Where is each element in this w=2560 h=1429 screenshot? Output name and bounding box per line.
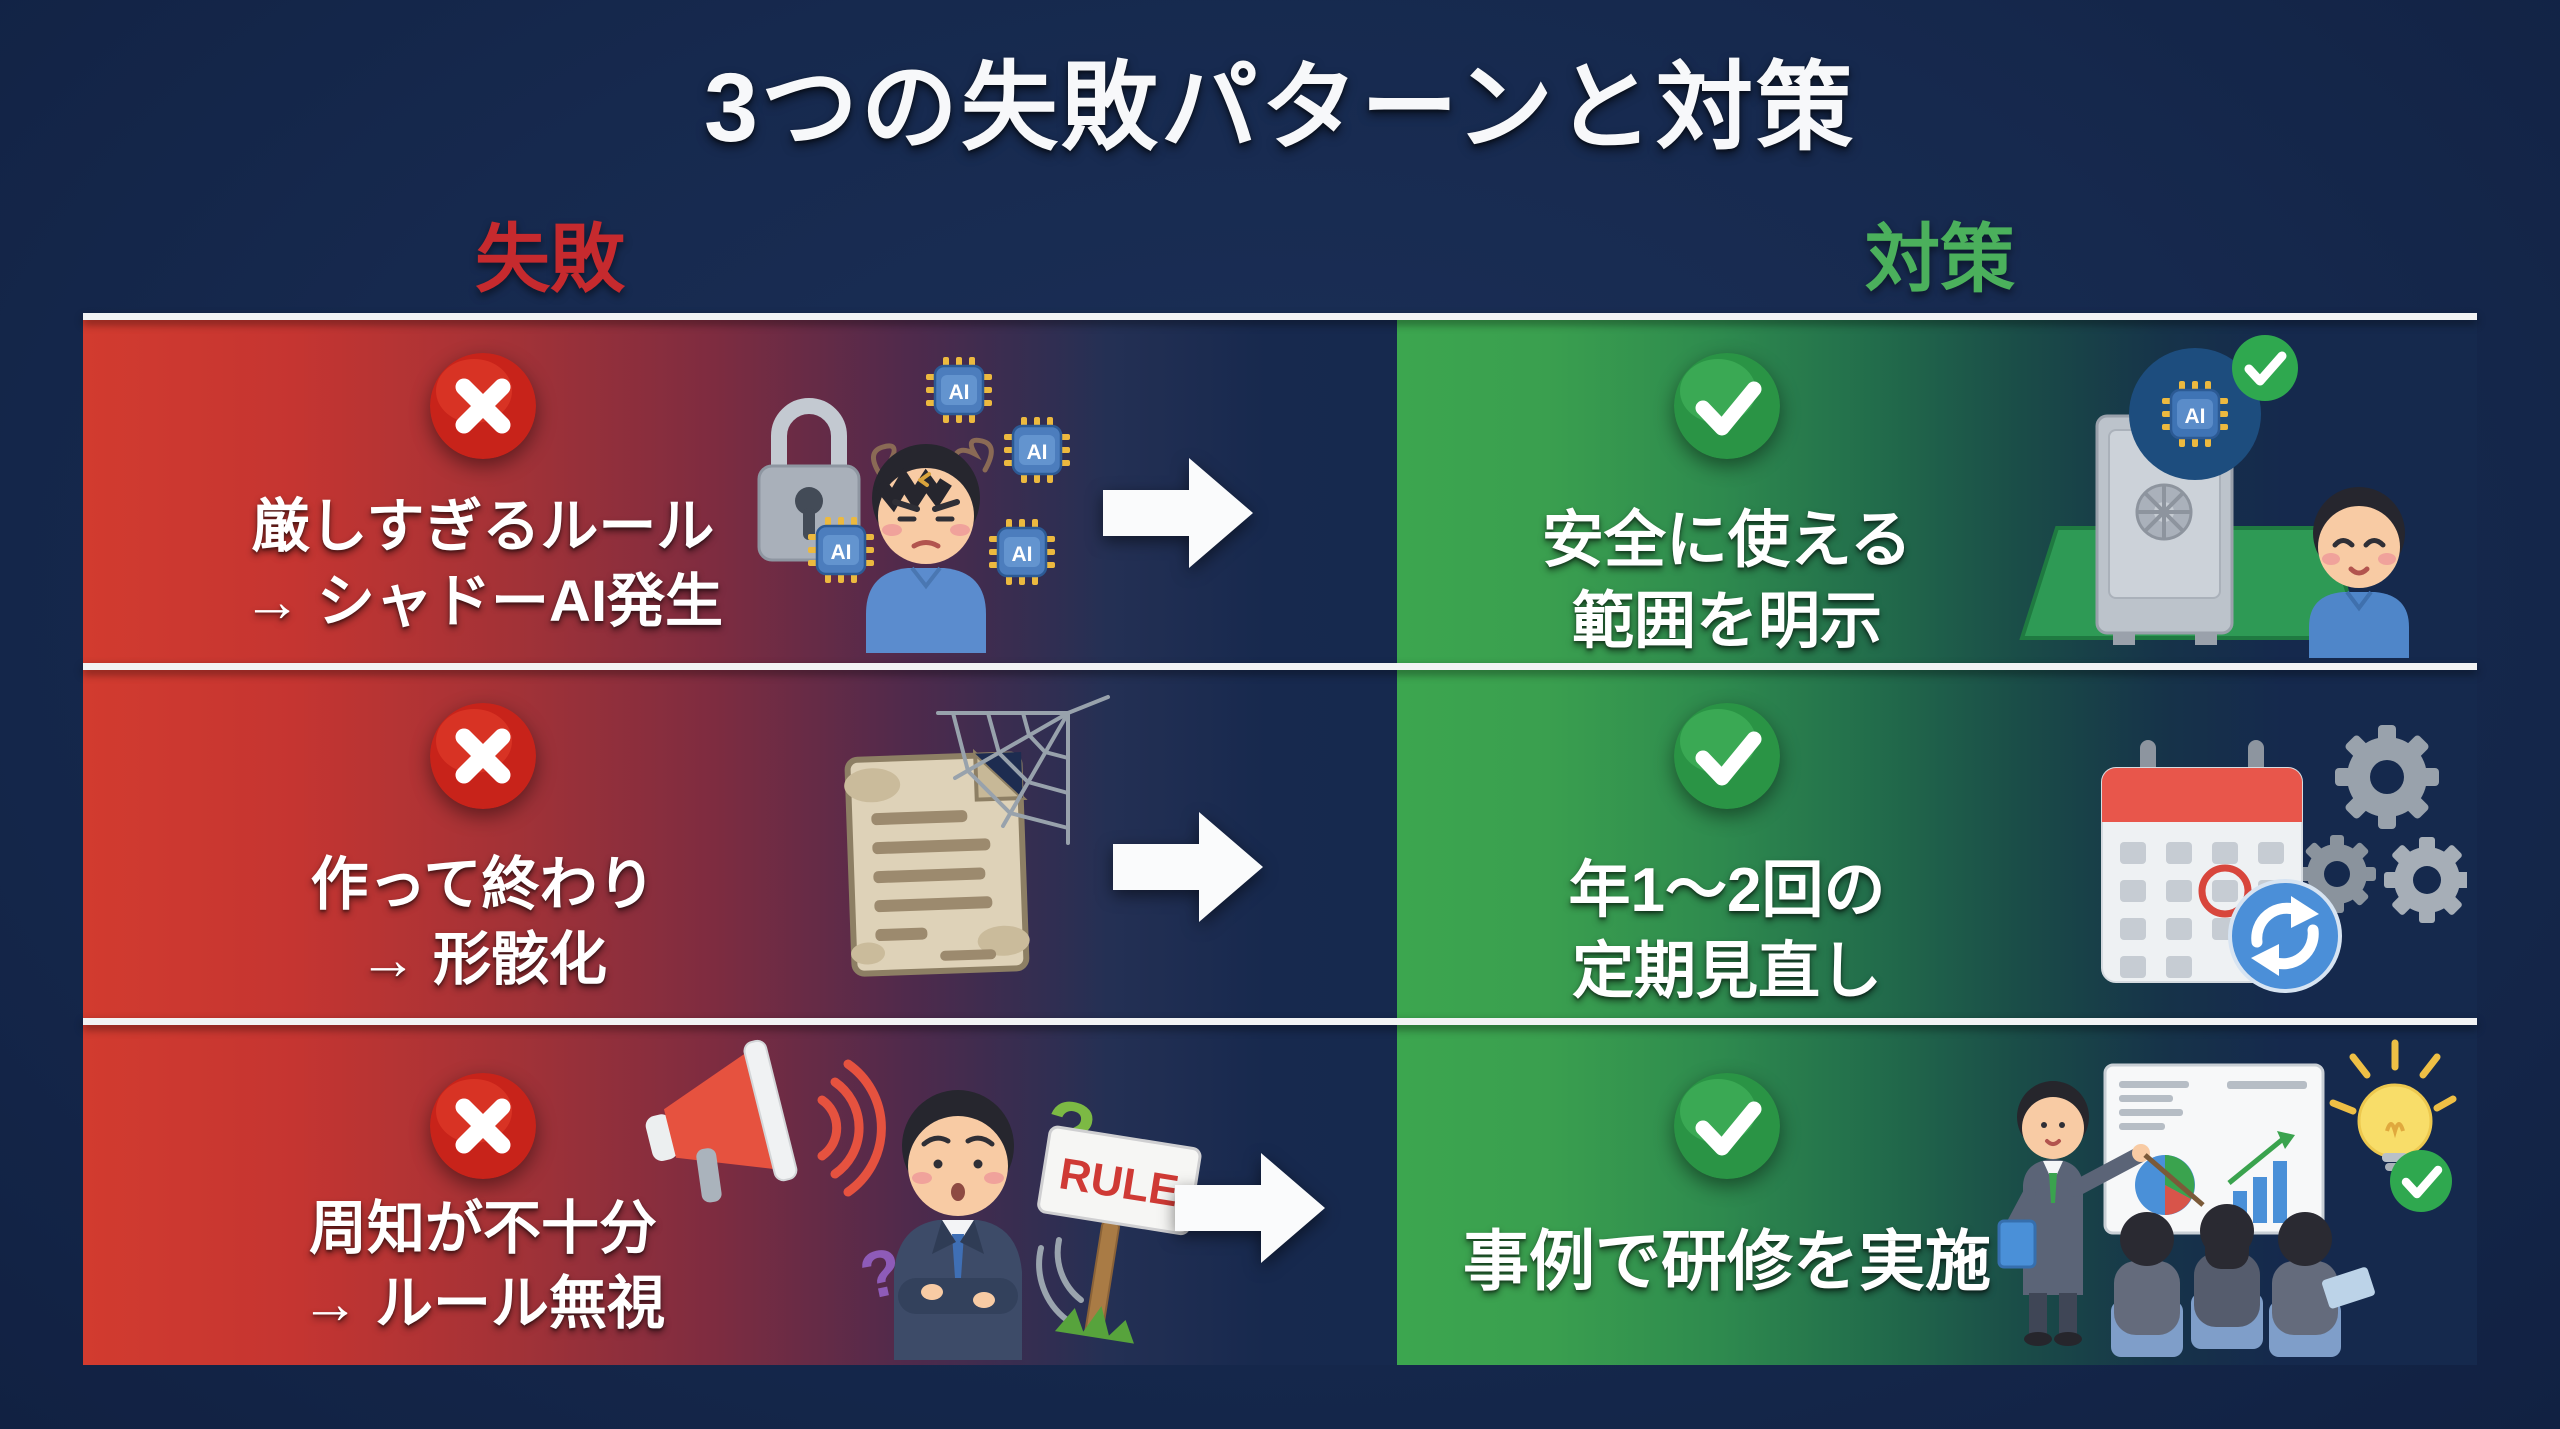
column-header-countermeasure: 対策 bbox=[1864, 217, 2015, 301]
check-badge-icon bbox=[2390, 1150, 2452, 1212]
megaphone-icon bbox=[645, 1039, 798, 1203]
question-mark-purple: ? bbox=[854, 1233, 909, 1314]
pointer-stick bbox=[2143, 1153, 2205, 1207]
countermeasure-text-1-line2: 範囲を明示 bbox=[1571, 586, 1882, 656]
ignored-rule-illustration: ? ? RULE bbox=[645, 1039, 1202, 1360]
ai-chip-icon: AI bbox=[808, 517, 874, 583]
refresh-icon bbox=[2228, 879, 2342, 993]
ai-chip-icon: AI bbox=[926, 357, 992, 423]
dusty-document-illustration bbox=[844, 695, 1110, 977]
failure-text-1-line1: 厳しすぎるルール bbox=[251, 494, 715, 559]
sound-waves-icon bbox=[817, 1059, 886, 1197]
book-icon bbox=[1997, 1219, 2037, 1269]
failure-text-1-line2: → シャドーAI発生 bbox=[242, 569, 724, 635]
x-circle-icon bbox=[430, 703, 536, 809]
svg-text:AI: AI bbox=[1027, 441, 1048, 464]
divider-line bbox=[83, 663, 2477, 670]
column-header-failure: 失敗 bbox=[474, 217, 625, 301]
block-arrow-right-icon bbox=[1103, 458, 1253, 568]
countermeasure-cell-2: 年1〜2回の 定期見直し bbox=[1397, 670, 2057, 1018]
ai-chip-icon: AI bbox=[2162, 381, 2228, 447]
countermeasure-panel-3: 事例で研修を実施 bbox=[1397, 1025, 2477, 1365]
gear-icon bbox=[2384, 837, 2467, 923]
x-circle-icon bbox=[430, 1073, 536, 1179]
audience-person bbox=[2191, 1204, 2263, 1349]
check-circle-icon bbox=[1674, 1073, 1780, 1179]
failure-text-3: 周知が不十分 → ルール無視 bbox=[301, 1191, 665, 1342]
ai-chip-icon: AI bbox=[1004, 417, 1070, 483]
failure-text-1: 厳しすぎるルール → シャドーAI発生 bbox=[243, 489, 723, 640]
page-title: 3つの失敗パターンと対策 bbox=[703, 53, 1857, 162]
failure-panel-1: 厳しすぎるルール → シャドーAI発生 AI bbox=[83, 320, 1397, 663]
audience-person bbox=[2269, 1212, 2375, 1357]
gear-icon bbox=[2335, 725, 2439, 829]
svg-text:AI: AI bbox=[831, 541, 852, 564]
safe-ai-illustration: AI bbox=[2019, 335, 2409, 658]
countermeasure-text-2: 年1〜2回の 定期見直し bbox=[1569, 851, 1886, 1012]
check-circle-icon bbox=[1674, 703, 1780, 809]
block-arrow-right-icon bbox=[1113, 812, 1263, 922]
countermeasure-text-3-line1: 事例で研修を実施 bbox=[1463, 1224, 1991, 1298]
countermeasure-text-2-line2: 定期見直し bbox=[1571, 936, 1882, 1006]
pie-chart-icon bbox=[2135, 1155, 2195, 1215]
old-document-icon bbox=[844, 748, 1030, 977]
x-circle-icon bbox=[430, 353, 536, 459]
check-circle-icon bbox=[1674, 353, 1780, 459]
failure-text-2: 作って終わり → 形骸化 bbox=[310, 847, 655, 998]
countermeasure-text-3: 事例で研修を実施 bbox=[1463, 1219, 1991, 1305]
calendar-review-illustration bbox=[2101, 725, 2467, 993]
countermeasure-text-1-line1: 安全に使える bbox=[1541, 506, 1913, 575]
failure-cell-1: 厳しすぎるルール → シャドーAI発生 bbox=[153, 320, 813, 663]
spiderweb-icon bbox=[936, 695, 1110, 845]
motion-arcs bbox=[1036, 1237, 1084, 1323]
block-arrow-right-icon bbox=[1175, 1153, 1325, 1263]
laptop-icon bbox=[2322, 1267, 2375, 1309]
audience-person bbox=[2111, 1212, 2183, 1357]
row-pattern-1: 厳しすぎるルール → シャドーAI発生 AI bbox=[83, 320, 2477, 663]
lightbulb-icon bbox=[2329, 1039, 2457, 1212]
confused-person bbox=[894, 1090, 1022, 1360]
stress-squiggle bbox=[951, 437, 994, 473]
comparison-board: 厳しすぎるルール → シャドーAI発生 AI bbox=[83, 313, 2477, 1365]
countermeasure-text-2-line1: 年1〜2回の bbox=[1568, 856, 1886, 925]
svg-text:AI: AI bbox=[949, 381, 970, 404]
failure-panel-3: 周知が不十分 → ルール無視 bbox=[83, 1025, 1397, 1365]
angry-person bbox=[866, 444, 986, 653]
failure-text-2-line2: → 形骸化 bbox=[358, 927, 608, 993]
review-date-circle bbox=[2198, 864, 2252, 918]
ai-chip-icon: AI bbox=[989, 519, 1055, 585]
countermeasure-cell-1: 安全に使える 範囲を明示 bbox=[1397, 320, 2057, 663]
failure-cell-2: 作って終わり → 形骸化 bbox=[153, 670, 813, 1018]
divider-line-top bbox=[83, 313, 2477, 320]
happy-person bbox=[2309, 487, 2409, 658]
rule-sign: RULE bbox=[1037, 1125, 1202, 1344]
countermeasure-panel-2: 年1〜2回の 定期見直し bbox=[1397, 670, 2477, 1018]
failure-text-3-line2: → ルール無視 bbox=[300, 1271, 666, 1337]
failure-text-3-line1: 周知が不十分 bbox=[308, 1196, 657, 1261]
gear-icon bbox=[2298, 835, 2376, 913]
countermeasure-text-1: 安全に使える 範囲を明示 bbox=[1542, 501, 1912, 662]
check-badge-icon bbox=[2232, 335, 2298, 401]
countermeasure-cell-3: 事例で研修を実施 bbox=[1397, 1025, 2057, 1365]
shadow-ai-illustration: AI AI AI bbox=[757, 357, 1070, 653]
svg-text:AI: AI bbox=[2185, 405, 2206, 428]
failure-cell-3: 周知が不十分 → ルール無視 bbox=[153, 1025, 813, 1365]
countermeasure-panel-1: 安全に使える 範囲を明示 bbox=[1397, 320, 2477, 663]
training-illustration bbox=[1997, 1039, 2457, 1357]
failure-panel-2: 作って終わり → 形骸化 bbox=[83, 670, 1397, 1018]
row-pattern-2: 作って終わり → 形骸化 bbox=[83, 670, 2477, 1018]
presenter-person bbox=[1997, 1081, 2205, 1346]
divider-line bbox=[83, 1018, 2477, 1025]
failure-text-2-line1: 作って終わり bbox=[310, 852, 656, 917]
row-pattern-3: 周知が不十分 → ルール無視 bbox=[83, 1025, 2477, 1365]
svg-text:AI: AI bbox=[1012, 543, 1033, 566]
grass-tuft bbox=[1054, 1306, 1134, 1344]
